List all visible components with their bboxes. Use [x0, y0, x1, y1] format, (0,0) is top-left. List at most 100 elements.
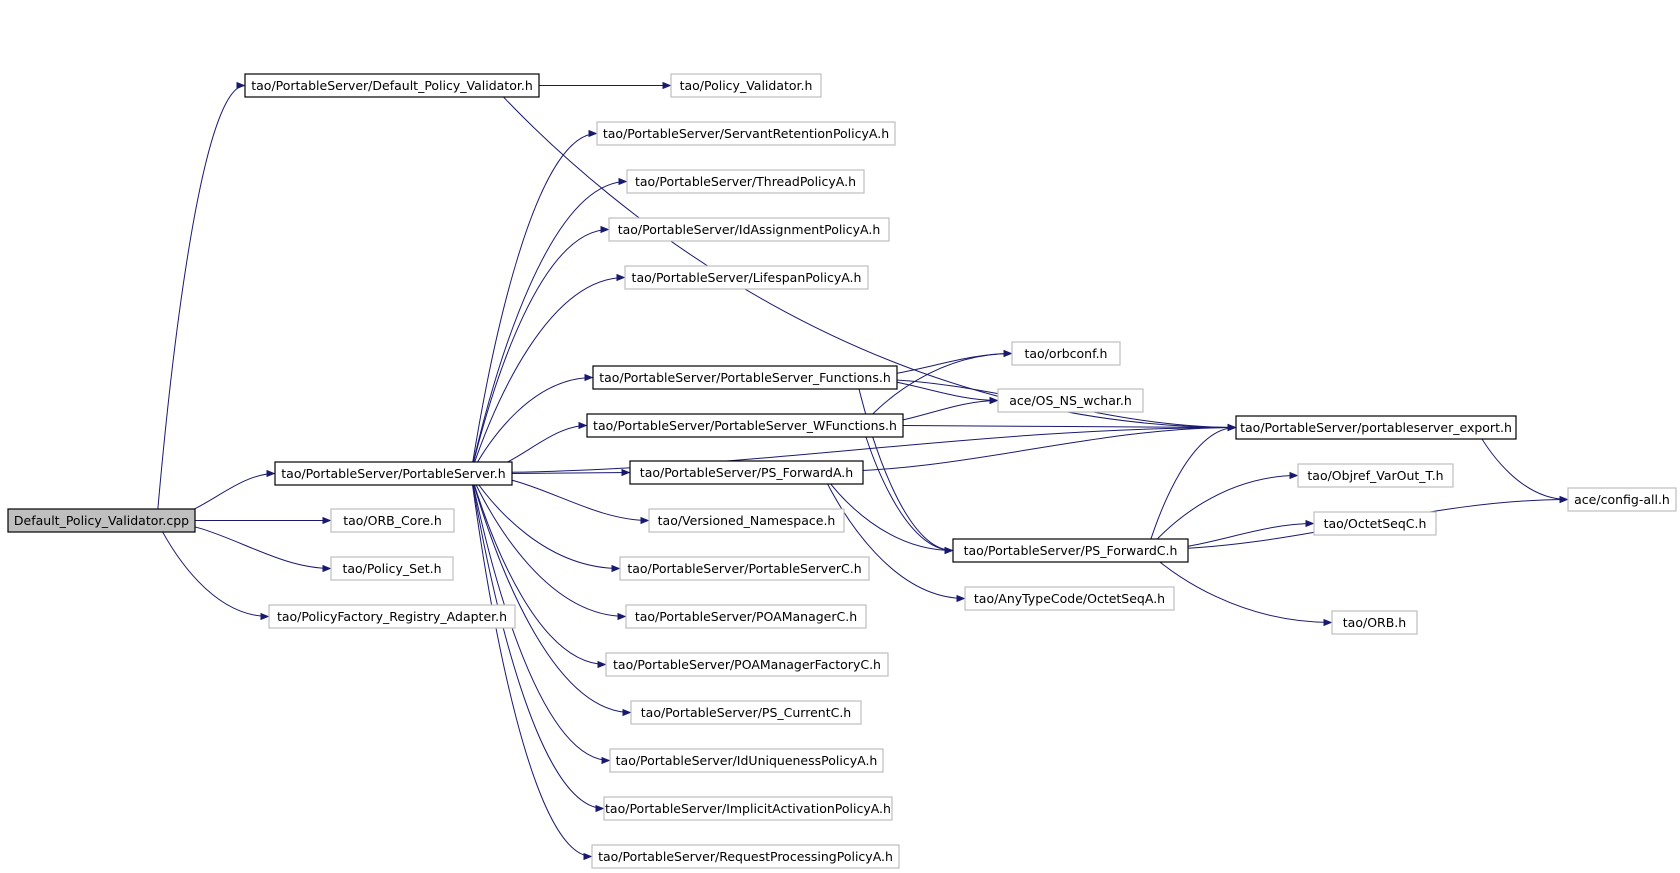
node-box: [952, 538, 1189, 563]
node-label: tao/PortableServer/PortableServer.h: [281, 466, 505, 481]
node-box: [625, 604, 867, 629]
node-iacp[interactable]: tao/PortableServer/ImplicitActivationPol…: [603, 796, 893, 821]
node-psc[interactable]: tao/PortableServer/PortableServerC.h: [619, 556, 870, 581]
edge-psf-to-psfc: [856, 380, 954, 555]
edge-ps-to-lsp: [471, 273, 626, 470]
node-label: tao/PortableServer/portableserver_export…: [1240, 420, 1512, 435]
node-ps[interactable]: tao/PortableServer/PortableServer.h: [274, 461, 513, 486]
node-box: [7, 508, 196, 533]
node-layer: Default_Policy_Validator.cpp tao/Portable…: [7, 73, 1677, 869]
node-rpp[interactable]: tao/PortableServer/RequestProcessingPoli…: [591, 844, 900, 869]
node-box: [1297, 463, 1454, 488]
node-lsp[interactable]: tao/PortableServer/LifespanPolicyA.h: [624, 265, 869, 290]
node-iap[interactable]: tao/PortableServer/IdAssignmentPolicyA.h: [608, 217, 890, 242]
node-box: [1011, 341, 1121, 366]
node-box: [619, 556, 870, 581]
node-label: tao/PortableServer/LifespanPolicyA.h: [632, 270, 862, 285]
node-box: [1331, 610, 1418, 635]
edge-ps-to-srp: [471, 129, 598, 467]
node-dpv[interactable]: tao/PortableServer/Default_Policy_Valida…: [244, 73, 540, 98]
node-pse[interactable]: tao/PortableServer/portableserver_export…: [1235, 415, 1517, 440]
node-box: [629, 460, 864, 485]
node-box: [670, 73, 822, 98]
edge-pswf-to-pse: [902, 423, 1237, 432]
edge-root-to-pfra: [157, 522, 270, 621]
node-label: tao/Versioned_Namespace.h: [658, 513, 836, 528]
node-orbcore[interactable]: tao/ORB_Core.h: [330, 508, 455, 533]
node-vns[interactable]: tao/Versioned_Namespace.h: [648, 508, 845, 533]
node-label: tao/PortableServer/ServantRetentionPolic…: [603, 126, 889, 141]
edge-ps-to-pse: [471, 423, 1237, 474]
edge-psfa-to-pse: [822, 423, 1237, 473]
edge-ps-to-iup: [471, 479, 611, 765]
edge-dpv-to-pse: [498, 91, 1237, 432]
node-octa[interactable]: tao/AnyTypeCode/OctetSeqA.h: [964, 586, 1175, 611]
node-box: [630, 700, 862, 725]
node-box: [648, 508, 845, 533]
node-box: [609, 748, 884, 773]
node-label: tao/PortableServer/POAManagerFactoryC.h: [613, 657, 881, 672]
edge-psfa-to-octa: [822, 474, 966, 603]
node-box: [1235, 415, 1517, 440]
node-psfa[interactable]: tao/PortableServer/PS_ForwardA.h: [629, 460, 864, 485]
node-psfc[interactable]: tao/PortableServer/PS_ForwardC.h: [952, 538, 1189, 563]
node-label: tao/Policy_Set.h: [342, 561, 441, 576]
edge-ps-to-thp: [471, 177, 628, 468]
node-box: [592, 365, 898, 390]
node-iup[interactable]: tao/PortableServer/IdUniquenessPolicyA.h: [609, 748, 884, 773]
edge-ps-to-psf: [471, 373, 594, 472]
edge-layer: [157, 81, 1569, 861]
node-label: tao/ORB_Core.h: [343, 513, 442, 528]
node-label: Default_Policy_Validator.cpp: [14, 513, 189, 528]
node-label: tao/PortableServer/IdUniquenessPolicyA.h: [616, 753, 878, 768]
node-octc[interactable]: tao/OctetSeqC.h: [1313, 511, 1437, 536]
node-label: tao/PortableServer/PortableServer_WFunct…: [593, 418, 897, 433]
node-box: [624, 265, 869, 290]
node-psf[interactable]: tao/PortableServer/PortableServer_Functi…: [592, 365, 898, 390]
node-polset[interactable]: tao/Policy_Set.h: [330, 556, 454, 581]
edge-psfc-to-pse: [1147, 423, 1237, 549]
node-label: tao/PortableServer/PS_CurrentC.h: [641, 705, 851, 720]
node-pv[interactable]: tao/Policy_Validator.h: [670, 73, 822, 98]
node-wchar[interactable]: ace/OS_NS_wchar.h: [997, 388, 1144, 413]
node-box: [596, 121, 896, 146]
node-root[interactable]: Default_Policy_Validator.cpp: [7, 508, 196, 533]
node-pfra[interactable]: tao/PolicyFactory_Registry_Adapter.h: [268, 604, 516, 629]
node-label: tao/PortableServer/RequestProcessingPoli…: [598, 849, 893, 864]
node-poamf[interactable]: tao/PortableServer/POAManagerFactoryC.h: [605, 652, 889, 677]
node-label: tao/PortableServer/PS_ForwardC.h: [964, 543, 1178, 558]
node-box: [268, 604, 516, 629]
edge-psfc-to-objref: [1147, 471, 1299, 550]
node-box: [586, 413, 904, 438]
node-label: tao/PortableServer/ImplicitActivationPol…: [605, 801, 891, 816]
edge-pswf-to-psfc: [862, 427, 954, 555]
node-orbconf[interactable]: tao/orbconf.h: [1011, 341, 1121, 366]
node-orbh[interactable]: tao/ORB.h: [1331, 610, 1418, 635]
node-box: [964, 586, 1175, 611]
node-label: tao/Objref_VarOut_T.h: [1307, 468, 1443, 483]
node-label: tao/orbconf.h: [1025, 346, 1108, 361]
node-pswf[interactable]: tao/PortableServer/PortableServer_WFunct…: [586, 413, 904, 438]
node-box: [274, 461, 513, 486]
node-label: tao/PortableServer/POAManagerC.h: [635, 609, 857, 624]
edge-ps-to-psfa: [511, 468, 631, 477]
node-pscur[interactable]: tao/PortableServer/PS_CurrentC.h: [630, 700, 862, 725]
node-label: tao/PortableServer/Default_Policy_Valida…: [251, 78, 533, 93]
node-label: tao/PortableServer/PS_ForwardA.h: [640, 465, 853, 480]
node-srp[interactable]: tao/PortableServer/ServantRetentionPolic…: [596, 121, 896, 146]
node-box: [1567, 487, 1677, 512]
node-box: [626, 169, 865, 194]
node-objref[interactable]: tao/Objref_VarOut_T.h: [1297, 463, 1454, 488]
node-thp[interactable]: tao/PortableServer/ThreadPolicyA.h: [626, 169, 865, 194]
node-box: [605, 652, 889, 677]
node-label: tao/PolicyFactory_Registry_Adapter.h: [277, 609, 507, 624]
node-poam[interactable]: tao/PortableServer/POAManagerC.h: [625, 604, 867, 629]
node-box: [1313, 511, 1437, 536]
node-box: [997, 388, 1144, 413]
edge-ps-to-poam: [471, 476, 627, 621]
edge-ps-to-pscur: [471, 478, 632, 717]
node-label: tao/OctetSeqC.h: [1324, 516, 1427, 531]
node-box: [330, 556, 454, 581]
node-acecfg[interactable]: ace/config-all.h: [1567, 487, 1677, 512]
